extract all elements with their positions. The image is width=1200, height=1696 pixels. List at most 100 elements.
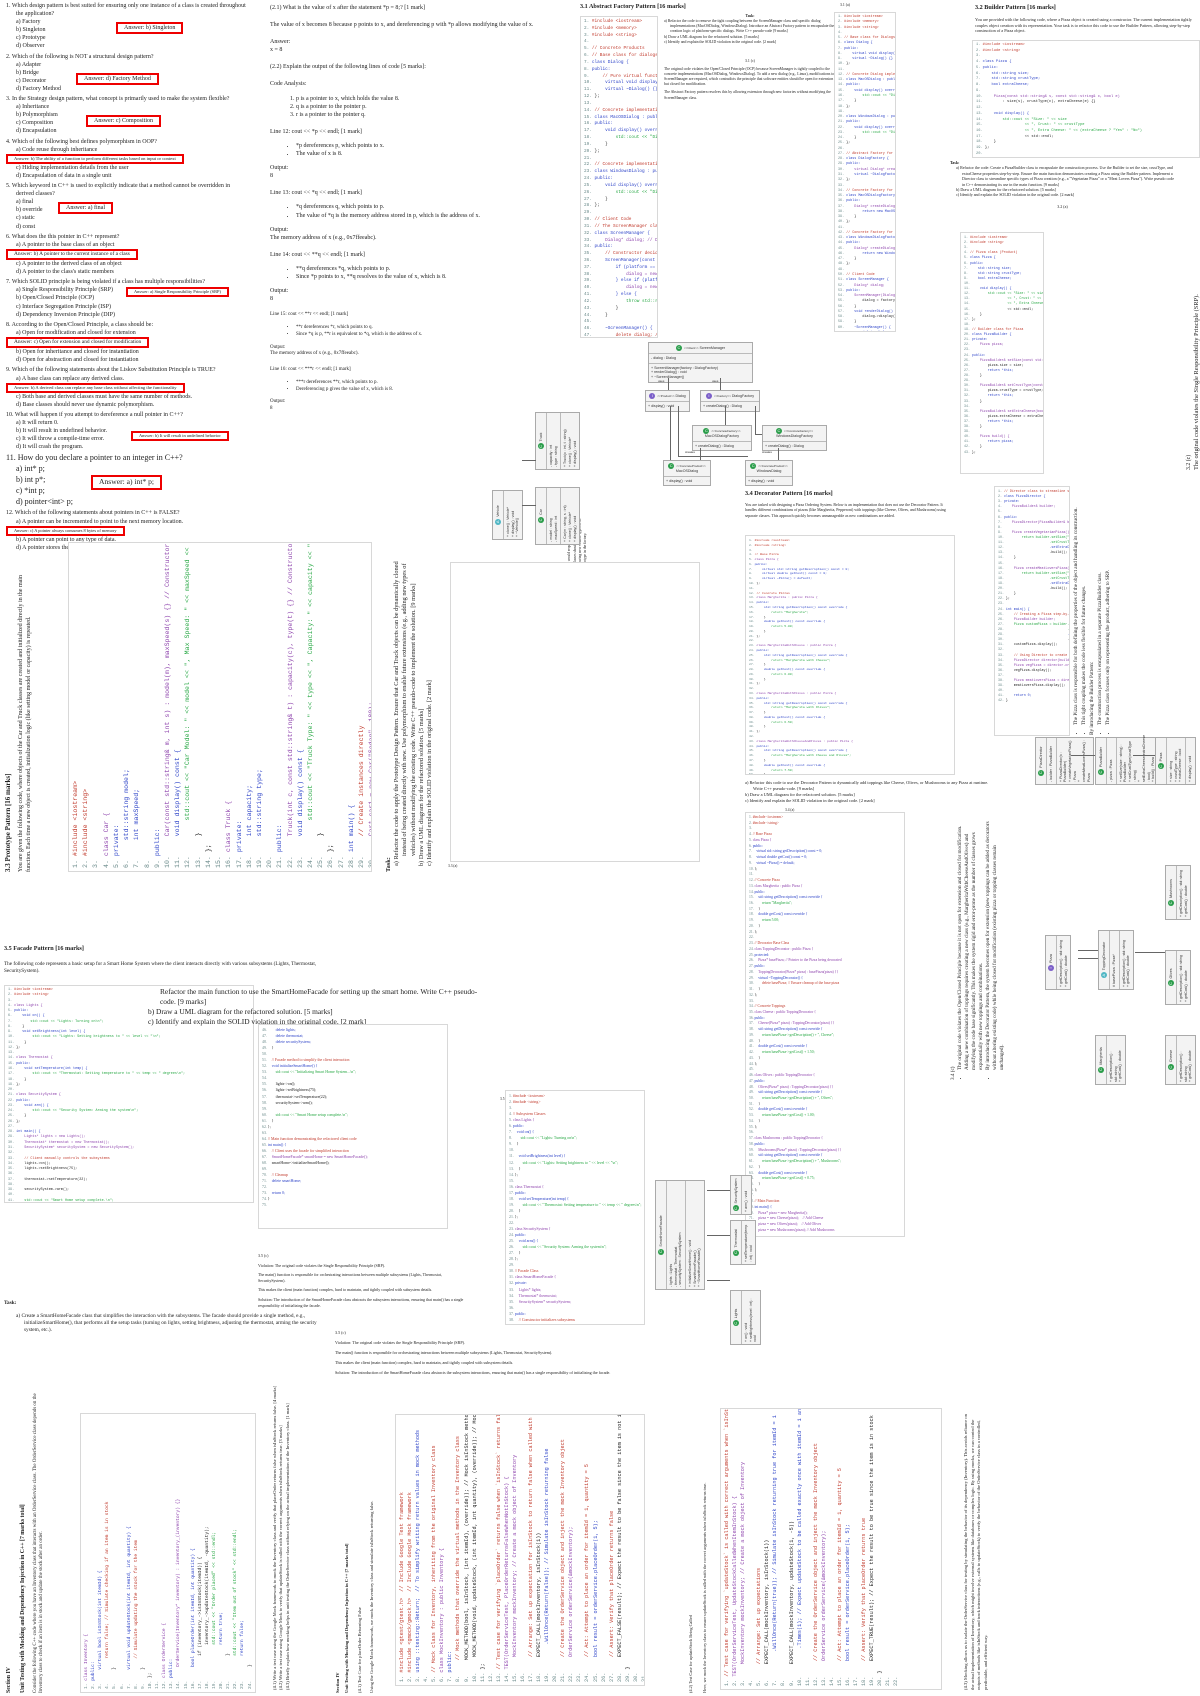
line-number: 6. [584, 53, 592, 59]
uml-header: AVehicle [493, 491, 504, 539]
code-line: 1. #include <iostream> [749, 815, 901, 821]
line-number: 15. [998, 560, 1006, 565]
code-line: 26. Pizza* basePizza; // Pointer to the … [749, 958, 901, 964]
uml-connector [707, 1235, 730, 1236]
code-text: #include <string> [591, 32, 637, 38]
code-line: 14. TEST(OrderServiceTest, PlaceOrderRet… [503, 1418, 511, 1682]
uml-class-name: Lights [733, 1308, 738, 1319]
code-text: } [756, 757, 766, 762]
code-text: } [16, 1114, 27, 1119]
line-number: 30. [368, 856, 372, 868]
uml-methods: + getDescription() : std::string+ getCos… [1120, 931, 1133, 989]
uml-field: - builder : PizzaBuilder [1049, 746, 1053, 782]
code-line: 35. SecuritySystem* securitySystem; [509, 1299, 641, 1305]
section4-answer-intro: Section IV Unit Testing with Mocking and… [335, 1393, 376, 1693]
line-bullet: *q dereferences q, which points to p. [296, 203, 570, 211]
line-number: 41. [998, 693, 1006, 698]
uml-field: - maxSpeed : int [553, 515, 558, 542]
code-text: } [756, 724, 766, 729]
code-line: 48. Olives(Pizza* pizza) : ToppingDecora… [749, 1085, 901, 1091]
code-line: 8. public: [584, 67, 654, 74]
code-line: 46. delete lights; [262, 1027, 444, 1033]
line-number: 8. [749, 571, 755, 576]
q21-answer-label: Answer: [270, 39, 291, 46]
code-text: public: [514, 1233, 526, 1238]
code-text: virtual void updateStock(int itemId, int… [126, 1526, 132, 1681]
code-line: 21. }; [509, 1214, 641, 1220]
code-text: Dialog* dialog; // Direct pointer to a c… [605, 237, 658, 243]
uml-methods: + setSize(size : string) : PizzaBuilder+… [1117, 735, 1158, 784]
line-number: 29. [964, 378, 972, 383]
code-line: 28. }; [584, 203, 654, 210]
code-text: std::string size; [969, 265, 1012, 270]
line-number: 31. [584, 223, 595, 229]
code-line: 21. public: [838, 120, 892, 125]
code-text: return "Margherita with Olives"; [756, 705, 831, 710]
code-line: 1. #include <iostream> [509, 1093, 641, 1099]
line-bullet: **r dereferences *r, which points to q. [296, 325, 570, 332]
code-line: 11. } [8, 1041, 250, 1046]
code-line: 69. [262, 1166, 444, 1172]
code-line: 18. double getCost() const override { [749, 912, 901, 918]
code-text: return *this; [971, 393, 1014, 398]
line-number: 22. [749, 935, 755, 940]
line-number: 10. [998, 534, 1006, 539]
code-line: 37. return *this; [964, 419, 1040, 424]
line-number: 3. [976, 54, 983, 59]
task-list: a) Refactor the code to apply the Protot… [393, 547, 434, 872]
code-line: 20. class WindowsDialog : public Dialog … [838, 115, 895, 120]
question-text: 1. Which design pattern is best suited f… [6, 3, 246, 18]
line-number: 15. [838, 88, 847, 93]
line-number: 23. [964, 347, 972, 352]
uml-class-dialogfactory: I<<Factory>> DialogFactory+ createDialog… [700, 390, 760, 412]
code-line: 16. class Thermostat { [509, 1184, 641, 1190]
code-text: return true; [219, 1611, 225, 1678]
code-text: class Pizza { [969, 255, 996, 260]
line-number: 67. [262, 1154, 268, 1159]
line-number: 63. [262, 1130, 268, 1135]
code-text: bool extraCheese; [982, 83, 1030, 88]
code-text: }; [846, 262, 851, 267]
pointer-questions: (2.1) What is the value of x after the s… [270, 4, 570, 413]
line-number: 12. [812, 1673, 819, 1686]
uml-class-name: ToppingDecorator [1101, 941, 1106, 971]
line-number: 73. [262, 1191, 268, 1196]
code-line: 41. std::cout << "Smart Home setup compl… [8, 1199, 250, 1202]
line-number: 56. [262, 1088, 268, 1093]
line-number: 4. [748, 1676, 755, 1686]
code-line: 37. } [749, 710, 951, 715]
line-number: 12. [749, 590, 757, 595]
code-text: }; [846, 104, 851, 109]
code-text: std::string type; [255, 769, 263, 853]
code-line: 40. }; [838, 220, 892, 225]
code-line: 7. std::string size; [964, 266, 1040, 271]
mcq-question: 8. According to the Open/Closed Principl… [6, 321, 246, 365]
line-bullets: ***r dereferences **r, which points to p… [286, 380, 570, 394]
code-line: 41. } else { [584, 292, 654, 299]
code-line: 5. // Mock class for Inventory, inheriti… [430, 1418, 438, 1682]
line-number: 2. [732, 1676, 739, 1686]
code-text: public: [756, 695, 770, 700]
class-type-icon: C [538, 443, 544, 450]
code-line: 15. [183, 1417, 190, 1689]
code-line: 6. std::string size; [976, 72, 1196, 78]
code-text: #include <string> [14, 993, 49, 998]
line-bullet: Since *p points to x, **q resolves to th… [296, 273, 570, 281]
code-text: securitySystem->arm(); [16, 1188, 70, 1193]
line-number: 1. [84, 1680, 89, 1689]
code-line: 3. MockInventory mockInventory; // Creat… [739, 1412, 747, 1686]
code-line: 6. class Dialog { [838, 41, 892, 46]
code-text: void display() { [984, 111, 1030, 116]
line-number: 42. [749, 734, 757, 739]
code-text: }; [756, 633, 761, 638]
line-number: 15. [749, 895, 755, 900]
line-number: 28. [838, 157, 847, 162]
code-text: // Test case for verifying `updateStock`… [724, 1408, 730, 1677]
line-number: 54. [838, 294, 847, 299]
answer-c-para: Solution: The introduction of the SmartH… [258, 1296, 464, 1308]
code-line: 25. void display() override { [584, 183, 657, 190]
line-number: 39. [749, 719, 757, 724]
line-number: 29. [509, 1263, 515, 1268]
code-line: 31. SecuritySystem* securitySystem = new… [8, 1146, 250, 1151]
answer-option: d) A pointer to the class's static membe… [16, 269, 114, 276]
